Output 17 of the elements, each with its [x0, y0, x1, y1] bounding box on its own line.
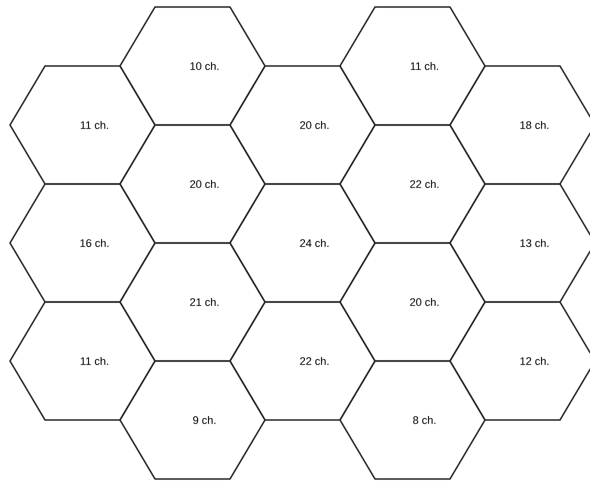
hexagon: 20 ch.: [339, 242, 486, 362]
hexagon: 12 ch.: [449, 301, 590, 421]
hexagon: 13 ch.: [449, 183, 590, 303]
hexagon: 22 ch.: [229, 301, 376, 421]
hexagon: 10 ch.: [119, 6, 266, 126]
hexagon: 11 ch.: [9, 65, 156, 185]
hexagon: 20 ch.: [229, 65, 376, 185]
hexagon: 18 ch.: [449, 65, 590, 185]
hexagon: 11 ch.: [339, 6, 486, 126]
hexagon: 20 ch.: [119, 124, 266, 244]
hexagon: 16 ch.: [9, 183, 156, 303]
hexagon: 24 ch.: [229, 183, 376, 303]
hexagon: 11 ch.: [9, 301, 156, 421]
hexagon: 8 ch.: [339, 360, 486, 480]
hexagon: 9 ch.: [119, 360, 266, 480]
hexagon: 22 ch.: [339, 124, 486, 244]
hexagon: 21 ch.: [119, 242, 266, 362]
